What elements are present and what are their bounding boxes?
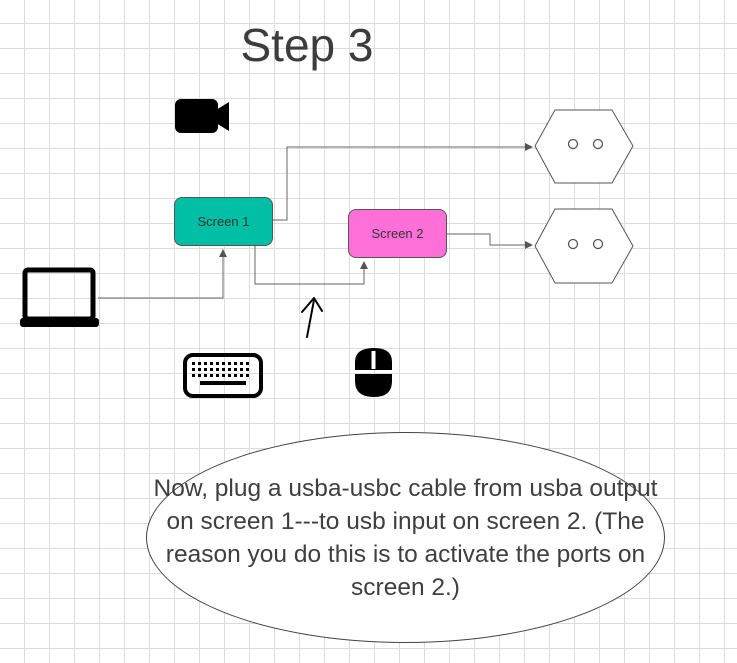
mouse-icon [355,348,392,397]
page-title: Step 3 [240,19,374,71]
video-camera-icon [175,99,229,133]
laptop-icon [20,267,99,327]
screen1-to-outlet1-connector [273,143,533,221]
keyboard-icon [183,353,263,398]
outlet-1 [534,109,634,184]
instruction-callout: Now, plug a usba-usbc cable from usba ou… [146,432,665,643]
screen1-to-screen2-connector [254,246,368,285]
screen2-node: Screen 2 [348,209,447,258]
instruction-text: Now, plug a usba-usbc cable from usba ou… [153,474,658,601]
laptop-to-screen1-connector [98,249,227,299]
screen2-to-outlet2-connector [447,233,533,249]
outlet-2 [534,208,634,284]
arrow-up-icon [301,297,323,338]
screen1-node: Screen 1 [174,197,273,246]
